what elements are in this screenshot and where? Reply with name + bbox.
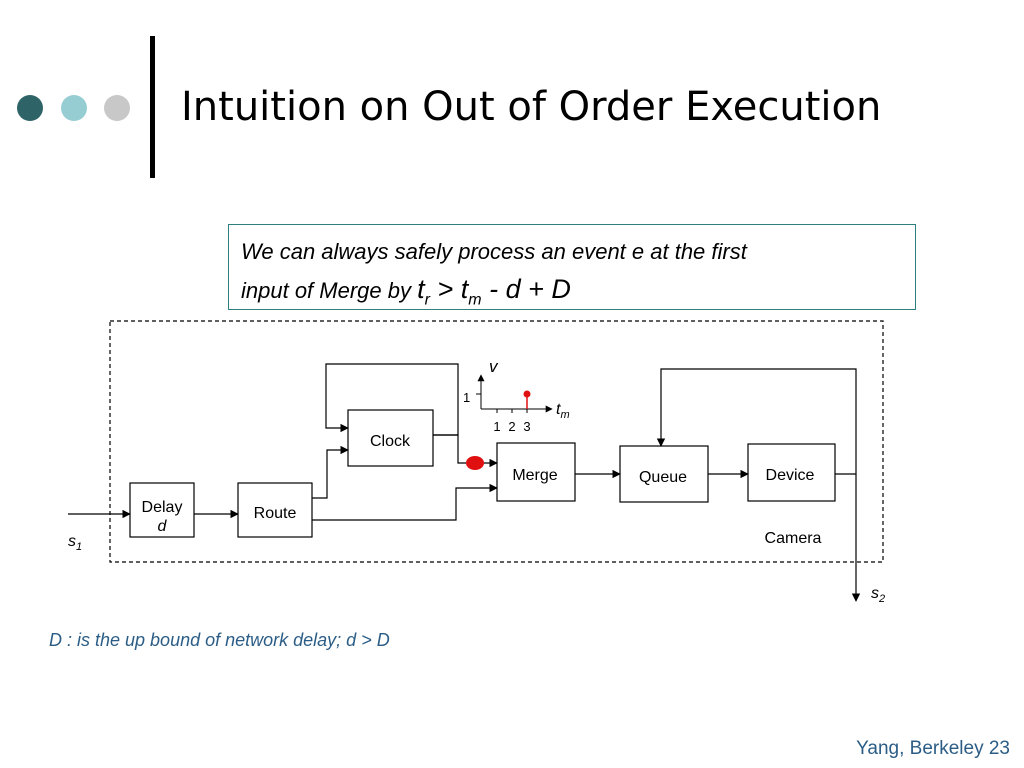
plot-x-label-sub: m <box>560 409 569 421</box>
event-plot: v 1 1 2 3 tm <box>463 357 570 434</box>
s2-label-base: s <box>871 585 879 602</box>
formula-tail: - d + D <box>481 274 571 305</box>
slide-footer: Yang, Berkeley 23 <box>856 738 1010 759</box>
route-block <box>237 482 313 538</box>
route-to-clock-wire <box>312 445 349 499</box>
camera-label: Camera <box>765 530 822 547</box>
tm-sub: m <box>468 291 482 309</box>
tr-symbol: tr > tm - d + D <box>417 274 571 308</box>
plot-y-tick-label: 1 <box>463 390 470 405</box>
s2-label: s2 <box>871 585 885 605</box>
plot-x-tick-label-3: 3 <box>523 419 530 434</box>
s1-label: s1 <box>68 533 82 553</box>
tm-base: t <box>460 274 469 305</box>
decor-dot-light <box>61 95 87 121</box>
plot-x-tick-label-2: 2 <box>508 419 515 434</box>
merge-label: Merge <box>512 467 557 484</box>
route-label: Route <box>254 505 297 522</box>
route-to-merge-wire <box>312 483 498 521</box>
decor-dot-gray <box>104 95 130 121</box>
gt-sign: > <box>429 274 461 305</box>
clock-to-merge-wire <box>433 434 498 468</box>
tr-sub: r <box>424 291 430 309</box>
clock-label: Clock <box>370 433 411 450</box>
info-box: We can always safely process an event e … <box>228 224 916 310</box>
event-marker <box>466 456 484 470</box>
camera-boundary <box>109 320 884 563</box>
delay-param-label: d <box>158 518 168 535</box>
merge-block <box>496 442 576 502</box>
title-divider <box>150 36 155 178</box>
s2-label-sub: 2 <box>878 593 885 605</box>
info-line-2-prefix: input of Merge by <box>241 278 418 304</box>
queue-label: Queue <box>639 469 687 486</box>
clock-block <box>347 409 434 467</box>
device-label: Device <box>766 467 815 484</box>
slide-title: Intuition on Out of Order Execution <box>181 84 882 130</box>
delay-block <box>129 482 195 538</box>
delay-label: Delay <box>142 499 183 516</box>
s1-label-sub: 1 <box>76 541 82 553</box>
plot-y-label: v <box>489 357 499 376</box>
device-feedback-wire <box>656 368 857 475</box>
event-dot <box>523 390 531 398</box>
info-line-1: We can always safely process an event e … <box>241 239 747 264</box>
plot-x-label-base: t <box>556 401 561 418</box>
plot-x-tick-label-1: 1 <box>493 419 500 434</box>
info-line-2: input of Merge by tr > tm - d + D <box>241 269 903 313</box>
plot-x-label: tm <box>556 401 570 421</box>
s1-label-base: s <box>68 533 76 550</box>
device-block <box>747 443 836 502</box>
footnote: D : is the up bound of network delay; d … <box>49 630 390 650</box>
tr-base: t <box>417 274 425 305</box>
decor-dot-dark <box>17 95 43 121</box>
